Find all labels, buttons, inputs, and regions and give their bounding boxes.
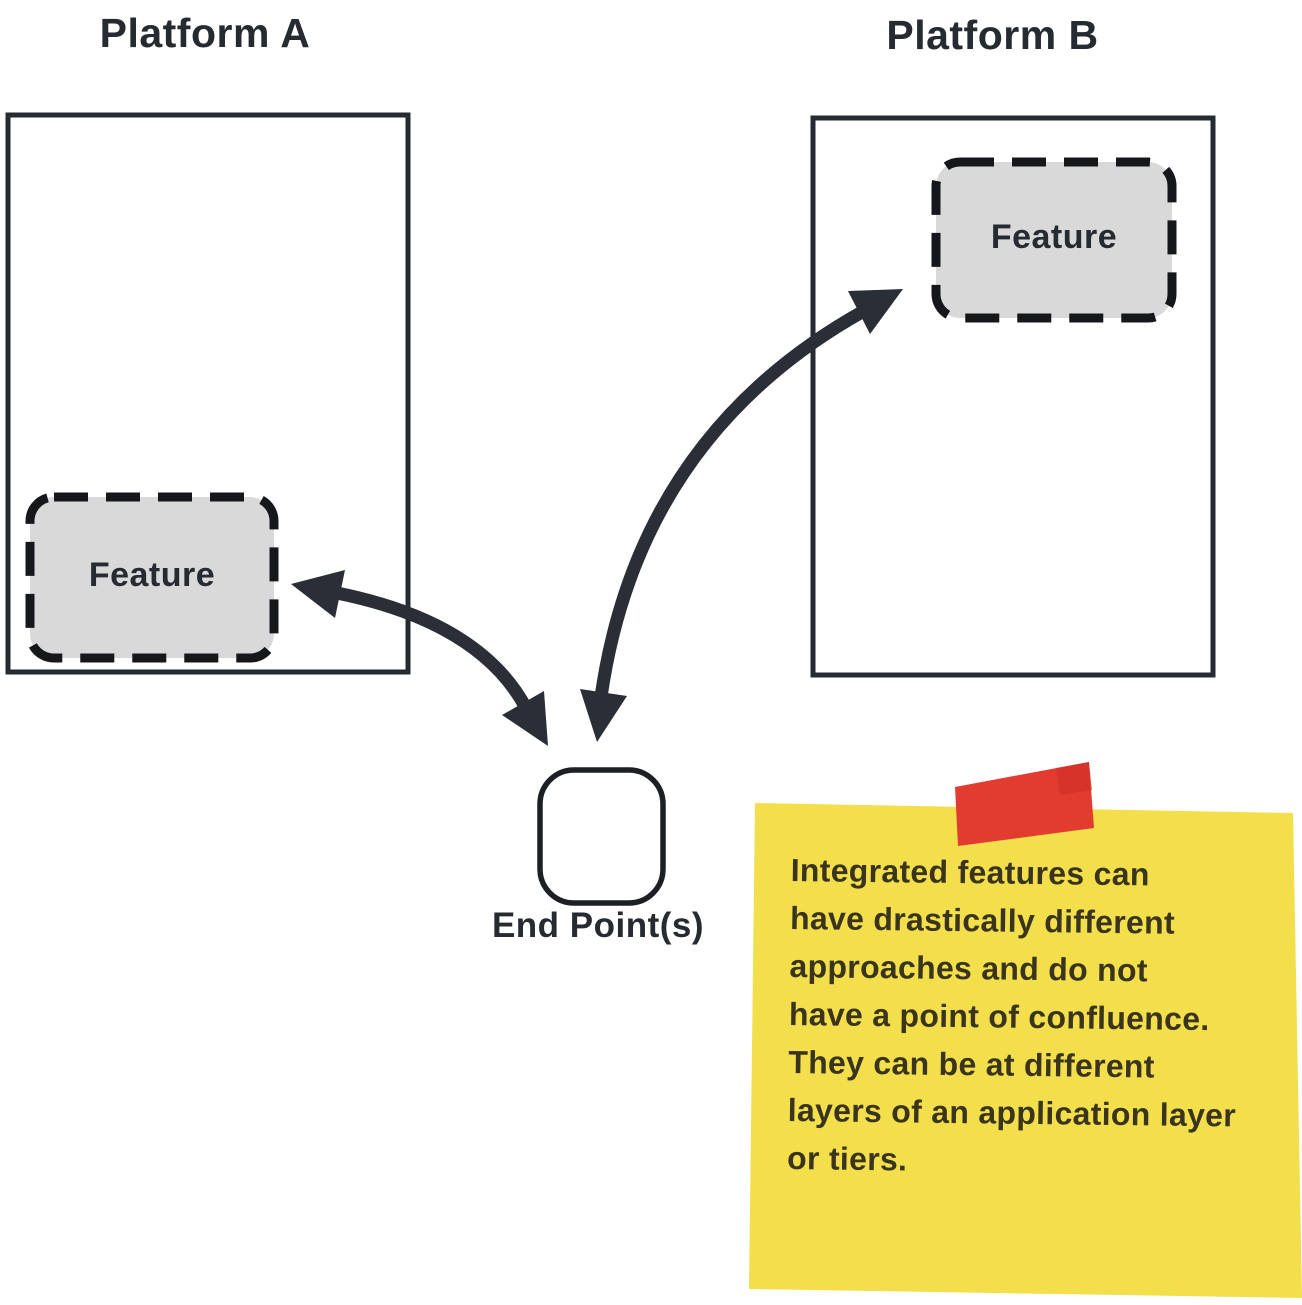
note-line: layers of an application layer — [787, 1091, 1237, 1134]
platform-a-title: Platform A — [99, 10, 311, 56]
endpoint-label: End Point(s) — [491, 906, 705, 945]
platform-b-title: Platform B — [886, 12, 1099, 58]
arrow-endpoint-feature-b — [594, 305, 869, 704]
note-line: have drastically different — [789, 899, 1176, 941]
feature-a-label: Feature — [88, 556, 216, 594]
feature-b-label: Feature — [990, 218, 1118, 256]
sticky-note-shape — [749, 803, 1302, 1298]
arrowhead-feature-b — [848, 289, 903, 334]
note-line: approaches and do not — [789, 947, 1149, 989]
note-line: Integrated features can — [790, 851, 1150, 893]
endpoint-box — [537, 767, 666, 906]
arrowhead-feature-a — [291, 570, 345, 618]
arrowhead-endpoint-right — [580, 689, 627, 742]
note-line: They can be at different — [788, 1043, 1155, 1085]
note-line: or tiers. — [786, 1139, 908, 1178]
arrow-feature-a-endpoint — [330, 586, 533, 715]
tape-shade — [1056, 762, 1092, 795]
note-line: have a point of confluence. — [788, 995, 1210, 1038]
sticky-note-text: Integrated features can have drastically… — [787, 846, 1271, 1188]
arrowhead-endpoint-left — [502, 691, 548, 746]
feature-a-box — [25, 492, 279, 663]
feature-b-box — [931, 157, 1177, 323]
